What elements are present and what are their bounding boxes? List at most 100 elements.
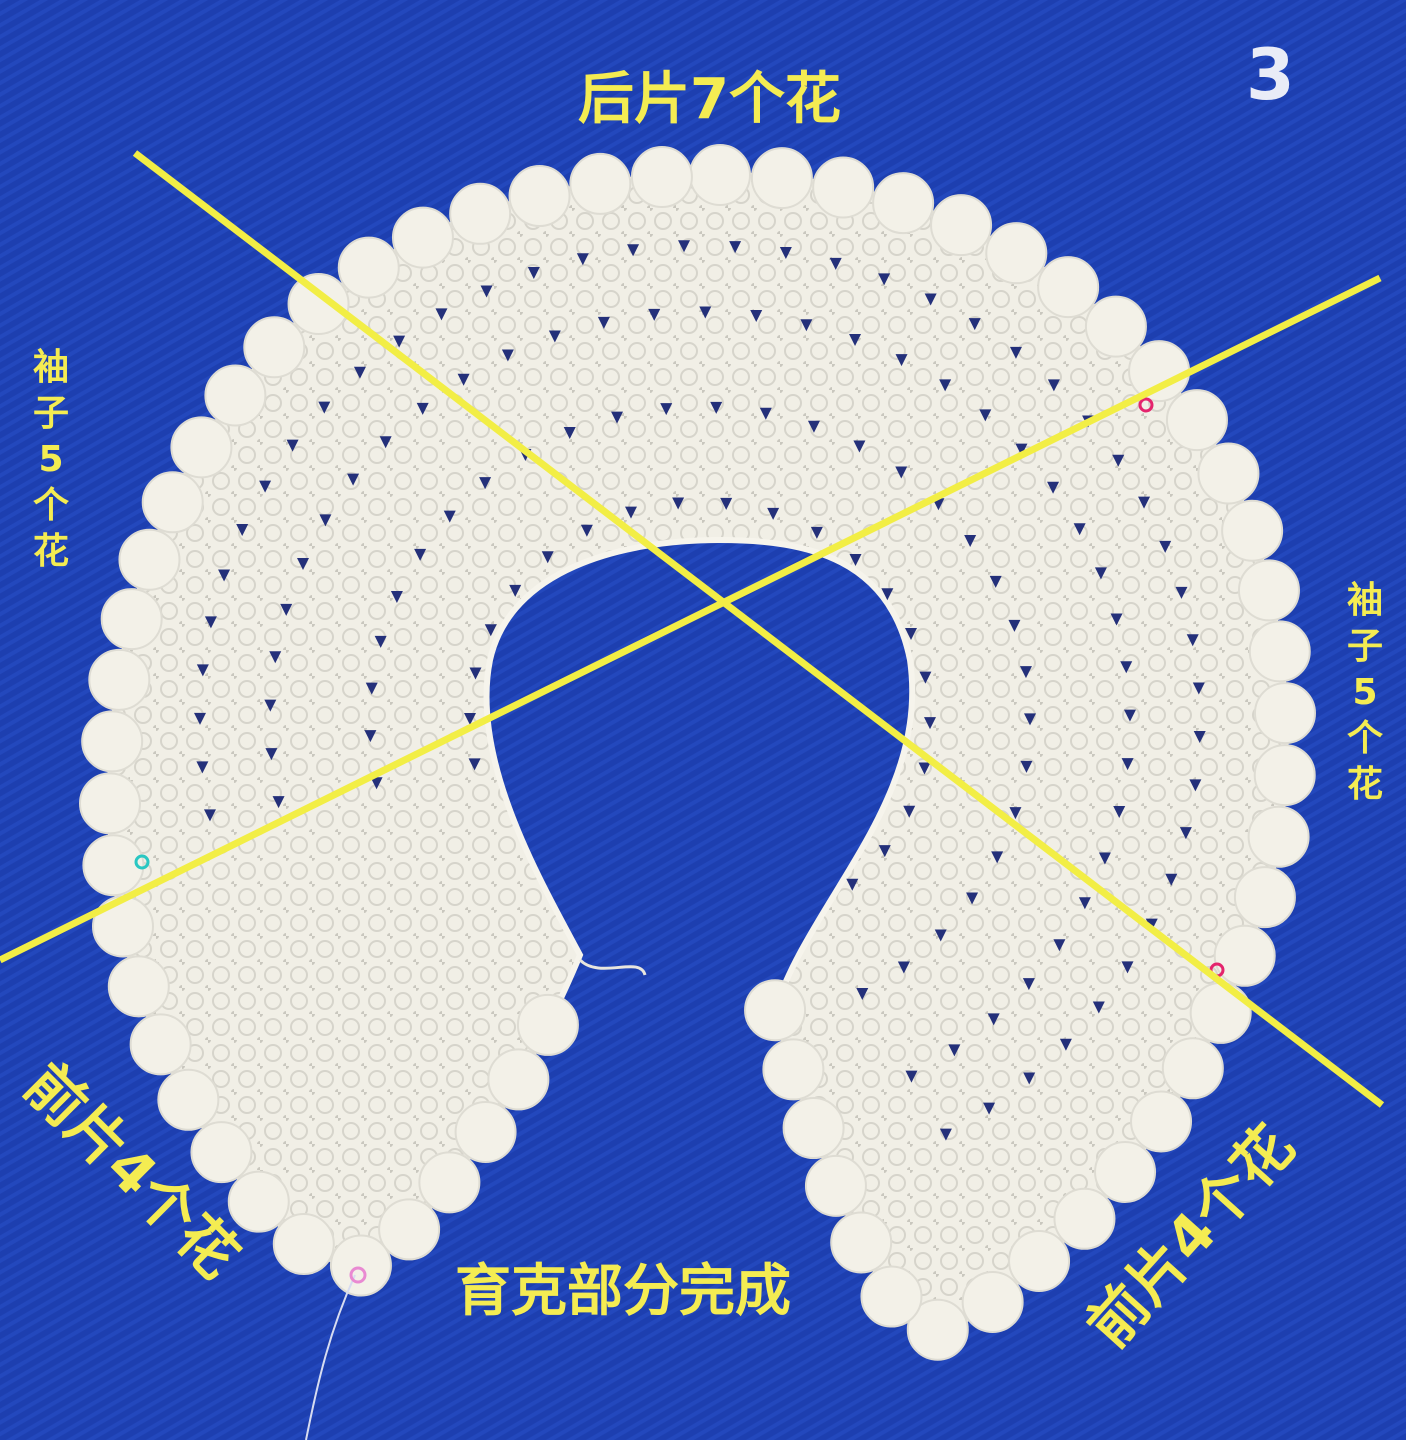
- lace-hole: [767, 507, 780, 520]
- lace-hole: [1059, 1038, 1072, 1051]
- lace-hole: [236, 524, 249, 537]
- lace-hole: [480, 285, 493, 298]
- lace-hole: [897, 961, 910, 974]
- lace-hole: [1098, 852, 1111, 865]
- lace-hole: [509, 584, 522, 597]
- lace-hole: [846, 878, 859, 891]
- lace-hole: [1073, 523, 1086, 536]
- lace-hole: [1189, 779, 1202, 792]
- lace-hole: [919, 671, 932, 684]
- sleeve-right-char: 个: [1346, 718, 1383, 759]
- scalloped-edge: [79, 144, 1316, 1361]
- yarn-tail-bottom: [305, 1274, 356, 1440]
- lace-hole: [374, 635, 387, 648]
- scallop: [287, 272, 350, 335]
- scallop: [1197, 442, 1260, 505]
- lace-hole: [196, 761, 209, 774]
- lace-hole: [393, 335, 406, 348]
- scallop: [1008, 1229, 1071, 1292]
- scallop: [1161, 1037, 1224, 1100]
- lace-hole: [1047, 481, 1060, 494]
- lace-hole: [1112, 454, 1125, 467]
- lace-hole: [1022, 978, 1035, 991]
- scallop: [516, 993, 579, 1056]
- scallop: [1248, 620, 1311, 683]
- scallop: [1053, 1187, 1116, 1250]
- scallop: [906, 1298, 969, 1361]
- scallop: [170, 416, 233, 479]
- scallop: [81, 710, 144, 773]
- scallop: [1221, 499, 1284, 562]
- stitch-marker-red: [1138, 397, 1154, 413]
- lace-hole: [272, 796, 285, 809]
- lace-hole: [1094, 567, 1107, 580]
- scallop: [804, 1154, 867, 1217]
- lace-hole: [370, 777, 383, 790]
- lace-hole: [779, 247, 792, 260]
- lace-hole: [1192, 682, 1205, 695]
- lace-hole: [1138, 496, 1151, 509]
- scallop: [1037, 256, 1100, 319]
- lace-hole: [1145, 918, 1158, 931]
- lace-hole: [563, 426, 576, 439]
- lace-hole: [934, 929, 947, 942]
- lace-hole: [1123, 709, 1136, 722]
- lace-hole: [1113, 805, 1126, 818]
- lace-hole: [319, 514, 332, 527]
- lace-hole: [672, 497, 685, 510]
- scallop: [1233, 866, 1296, 929]
- lace-hole: [627, 244, 640, 257]
- scallop: [1253, 682, 1316, 745]
- lace-hole: [204, 616, 217, 629]
- lace-hole: [1179, 827, 1192, 840]
- lace-hole: [576, 253, 589, 266]
- scallop: [630, 146, 693, 209]
- lace-hole: [1019, 666, 1032, 679]
- lace-hole: [541, 551, 554, 564]
- lace-hole: [699, 306, 712, 319]
- lace-hole: [259, 480, 272, 493]
- page-number: 3: [1246, 34, 1295, 116]
- sleeve-left-label: 袖 子 5 个 花: [26, 345, 76, 575]
- divider-line-back-right: [132, 150, 1385, 1108]
- lace-hole: [265, 748, 278, 761]
- scallop: [872, 172, 935, 235]
- scallop: [508, 165, 571, 228]
- lace-hole: [987, 1013, 1000, 1026]
- yarn-tail-top: [578, 958, 647, 976]
- lace-hole: [720, 497, 733, 510]
- scallop: [118, 528, 181, 591]
- lace-hole: [1165, 873, 1178, 886]
- lace-hole: [318, 401, 331, 414]
- lace-hole: [624, 506, 637, 519]
- lace-hole: [379, 436, 392, 449]
- lace-hole: [759, 407, 772, 420]
- scallop: [1237, 559, 1300, 622]
- scallop: [1247, 805, 1310, 868]
- scallop: [100, 588, 163, 651]
- lace-hole: [878, 273, 891, 286]
- lace-hole: [983, 1102, 996, 1115]
- lace-hole: [895, 354, 908, 367]
- scallop: [337, 236, 400, 299]
- lace-hole: [939, 379, 952, 392]
- scallop: [689, 144, 751, 206]
- scallop: [1084, 295, 1147, 358]
- scallop: [744, 979, 807, 1042]
- scallop: [1189, 981, 1252, 1044]
- lace-hole: [966, 892, 979, 905]
- scallop: [860, 1265, 923, 1328]
- scallop: [487, 1048, 550, 1111]
- scallop: [88, 648, 151, 711]
- scallop: [329, 1234, 392, 1297]
- scallop: [227, 1170, 290, 1233]
- lace-hole: [390, 590, 403, 603]
- lace-hole: [580, 524, 593, 537]
- lace-hole: [196, 664, 209, 677]
- lace-hole: [1008, 619, 1021, 632]
- lace-hole: [1121, 758, 1134, 771]
- lace-hole: [800, 319, 813, 332]
- lace-hole: [979, 409, 992, 422]
- lace-hole: [895, 466, 908, 479]
- lace-hole: [1092, 1001, 1105, 1014]
